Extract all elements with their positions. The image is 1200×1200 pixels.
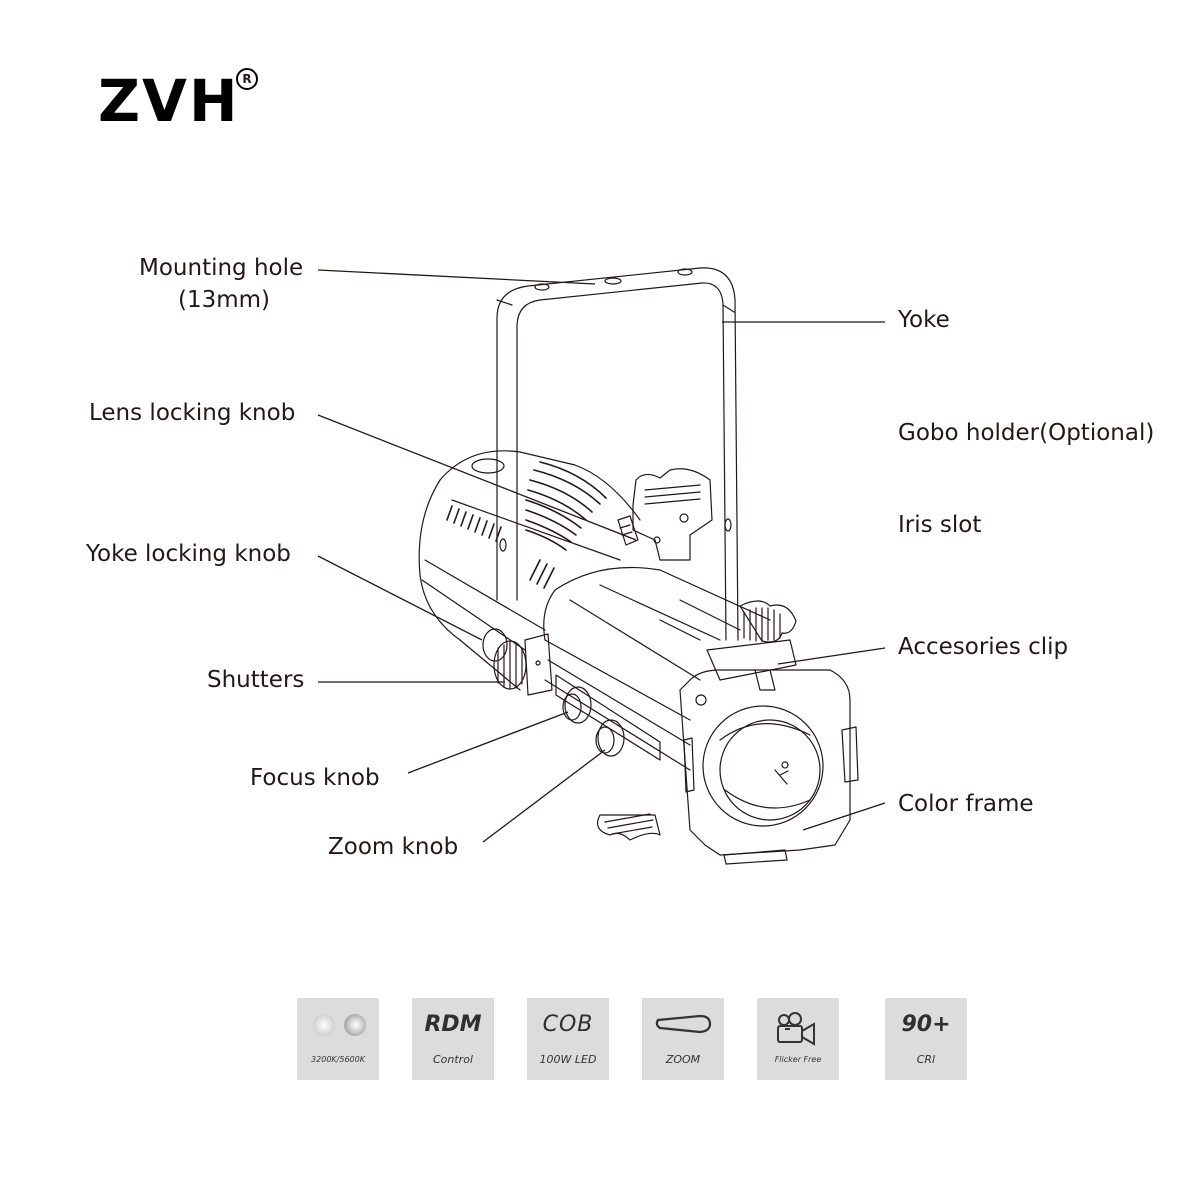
feature-badge-cob: COB 100W LED — [527, 998, 609, 1080]
label-yoke-locking-knob: Yoke locking knob — [86, 541, 291, 567]
feature-badge-zoom: ZOOM — [642, 998, 724, 1080]
label-iris-slot: Iris slot — [898, 512, 982, 538]
rear-housing-drawing — [418, 450, 641, 691]
feature-main-cob: COB — [542, 1012, 594, 1037]
label-focus-knob: Focus knob — [250, 765, 380, 791]
feature-badge-flicker: Flicker Free — [757, 998, 839, 1080]
label-gobo-holder: Gobo holder(Optional) — [898, 420, 1155, 446]
leader-lens-locking-knob — [317, 414, 637, 541]
color-frame-drawing — [679, 639, 859, 865]
label-accessories-clip: Accesories clip — [898, 634, 1069, 660]
brand-logo: ZVH — [98, 67, 240, 135]
leader-zoom-knob — [482, 749, 606, 843]
feature-sub-cob: 100W LED — [539, 1053, 597, 1066]
leader-accessories-clip — [777, 647, 886, 665]
feature-badge-rdm: RDM Control — [412, 998, 494, 1080]
video-camera-icon — [777, 1012, 815, 1046]
shutter-handles-drawing — [597, 600, 797, 841]
yoke-knob-drawing — [482, 628, 553, 696]
label-mounting-hole: Mounting hole — [139, 255, 304, 281]
zoom-beam-icon — [655, 1014, 712, 1034]
feature-main-rdm: RDM — [424, 1012, 482, 1037]
label-color-frame: Color frame — [898, 791, 1034, 817]
focus-zoom-knobs-drawing — [555, 674, 661, 761]
label-shutters: Shutters — [207, 667, 305, 693]
leader-color-frame — [802, 802, 886, 831]
leader-focus-knob — [407, 711, 569, 774]
label-mounting-hole-size: (13mm) — [178, 287, 271, 313]
feature-badge-cri: 90+ CRI — [885, 998, 967, 1080]
dual-led-circles-icon — [313, 1014, 366, 1036]
feature-sub-flicker: Flicker Free — [774, 1055, 822, 1064]
feature-sub-cri: CRI — [916, 1053, 936, 1066]
leader-lines — [317, 269, 886, 843]
registered-mark-icon: R — [236, 68, 258, 90]
label-zoom-knob: Zoom knob — [328, 834, 459, 860]
feature-main-cri: 90+ — [901, 1012, 951, 1037]
feature-sub-zoom: ZOOM — [665, 1053, 701, 1066]
feature-sub-color-temp: 3200K/5600K — [311, 1055, 365, 1064]
label-lens-locking-knob: Lens locking knob — [89, 400, 296, 426]
yoke-drawing — [496, 267, 739, 641]
leader-mounting-hole — [317, 269, 596, 285]
gobo-holder-drawing — [617, 468, 713, 561]
label-yoke: Yoke — [898, 307, 950, 333]
feature-badge-color-temp: 3200K/5600K — [297, 998, 379, 1080]
feature-sub-rdm: Control — [432, 1053, 473, 1066]
leader-yoke-locking-knob — [317, 555, 483, 641]
